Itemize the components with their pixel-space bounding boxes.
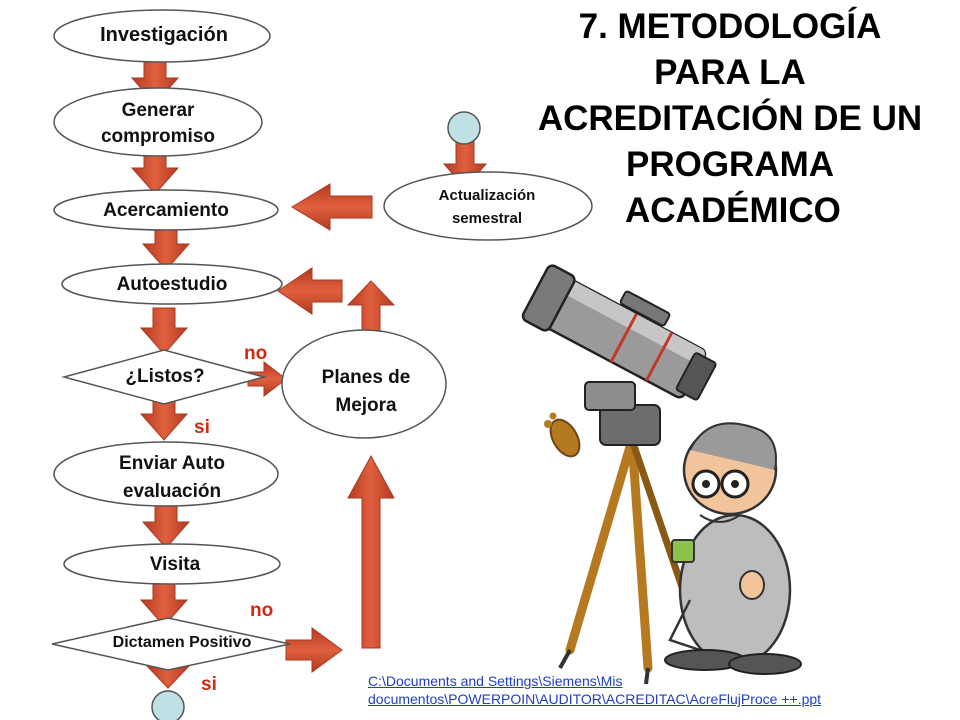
up-arrow-planes — [346, 280, 396, 336]
node-listos-decision — [61, 349, 267, 405]
left-arrow-planes — [277, 267, 343, 315]
slide-title: 7. METODOLOGÍA PARA LA ACREDITACIÓN DE U… — [505, 4, 955, 234]
title-line-5: ACADÉMICO — [625, 191, 841, 230]
node-generar-compromiso — [53, 87, 263, 157]
file-path-link[interactable]: C:\Documents and Settings\Siemens\Mis do… — [368, 672, 888, 708]
label-planes-line1: Planes de — [321, 367, 411, 388]
branch-dictamen-no: no — [250, 600, 274, 621]
label-listos: ¿Listos? — [125, 366, 205, 387]
label-autoestudio: Autoestudio — [116, 274, 228, 295]
label-investigacion: Investigación — [100, 24, 228, 46]
label-enviar-autoevaluacion: Enviar Auto evaluación — [90, 450, 254, 506]
left-arrow-actualizacion — [291, 183, 373, 231]
node-acercamiento — [53, 189, 279, 231]
title-line-4: PROGRAMA — [625, 145, 835, 184]
title-line-1: 7. METODOLOGÍA — [578, 7, 882, 46]
down-arrow-4 — [139, 307, 189, 355]
astronomer-telescope-icon — [521, 264, 802, 685]
node-actualizacion-semestral — [383, 171, 593, 241]
node-visita — [63, 543, 281, 585]
terminal-circle-top — [447, 111, 481, 145]
node-autoestudio — [61, 263, 283, 305]
down-arrow-3 — [141, 223, 191, 271]
right-arrow-listos-no — [247, 360, 287, 398]
label-enviar-line2: evaluación — [122, 481, 222, 502]
label-generar-compromiso: Generar compromiso — [76, 98, 240, 150]
terminal-circle-bottom — [151, 690, 185, 720]
label-generar-line1: Generar — [121, 100, 195, 121]
label-planes-line2: Mejora — [335, 395, 397, 416]
node-enviar-autoevaluacion — [53, 441, 279, 507]
branch-listos-no: no — [244, 343, 268, 364]
branch-dictamen-si: si — [201, 674, 217, 695]
file-path-line-1: C:\Documents and Settings\Siemens\Mis — [368, 673, 623, 689]
label-dictamen: Dictamen Positivo — [112, 634, 252, 651]
label-visita: Visita — [149, 554, 201, 575]
branch-listos-si: si — [194, 417, 210, 438]
node-investigacion — [53, 9, 271, 63]
label-actualizacion-line2: semestral — [451, 210, 523, 227]
title-line-3: ACREDITACIÓN DE UN — [537, 99, 923, 138]
node-dictamen-decision — [51, 617, 291, 671]
label-planes-de-mejora: Planes de Mejora — [300, 364, 432, 420]
label-generar-line2: compromiso — [100, 126, 216, 147]
file-path-line-2: documentos\POWERPOIN\AUDITOR\ACREDITAC\A… — [368, 691, 822, 707]
label-enviar-line1: Enviar Auto — [119, 453, 225, 474]
label-actualizacion-semestral: Actualización semestral — [412, 184, 562, 230]
label-acercamiento: Acercamiento — [103, 200, 229, 221]
node-planes-de-mejora — [281, 329, 447, 439]
label-actualizacion-line1: Actualización — [438, 187, 536, 204]
title-line-2: PARA LA — [654, 53, 806, 92]
up-arrow-long — [347, 454, 395, 649]
right-arrow-dictamen-no — [285, 627, 343, 673]
down-arrow-6 — [141, 503, 191, 549]
